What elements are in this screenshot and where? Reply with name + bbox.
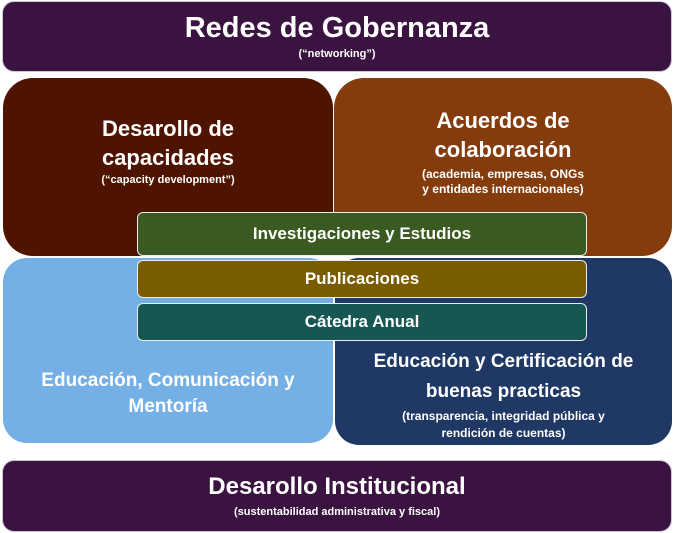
educacion-line2: Mentoría <box>128 396 208 417</box>
capacidades-line1: Desarollo de <box>101 116 235 141</box>
desarrollo-institucional-title: Desarollo Institucional <box>208 473 466 500</box>
capacidades-line2: capacidades <box>101 145 235 170</box>
certificacion-sub2: rendición de cuentas) <box>441 426 566 440</box>
acuerdos-sub1: (academia, empresas, ONGs <box>421 167 585 181</box>
redes-gobernanza-title: Redes de Gobernanza <box>184 12 490 44</box>
investigaciones-estudios-strip: Investigaciones y Estudios <box>137 212 587 256</box>
certificacion-line1: Educación y Certificación de <box>373 351 634 372</box>
capacidades-subtitle: (“capacity development”) <box>101 174 235 186</box>
educacion-line1: Educación, Comunicación y <box>41 370 295 391</box>
certificacion-sub1: (transparencia, integridad pública y <box>402 409 605 423</box>
redes-gobernanza-box: Redes de Gobernanza (“networking”) <box>2 1 672 72</box>
acuerdos-line1: Acuerdos de <box>436 108 570 133</box>
acuerdos-line2: colaboración <box>434 137 572 162</box>
certificacion-line2: buenas practicas <box>425 381 582 402</box>
desarrollo-institucional-box: Desarollo Institucional (sustentabilidad… <box>2 460 672 532</box>
redes-gobernanza-subtitle: (“networking”) <box>298 48 376 60</box>
acuerdos-sub2: y entidades internacionales) <box>422 182 584 196</box>
desarrollo-institucional-subtitle: (sustentabilidad administrativa y fiscal… <box>233 506 440 518</box>
publicaciones-strip: Publicaciones <box>137 260 587 298</box>
catedra-anual-strip: Cátedra Anual <box>137 303 587 341</box>
